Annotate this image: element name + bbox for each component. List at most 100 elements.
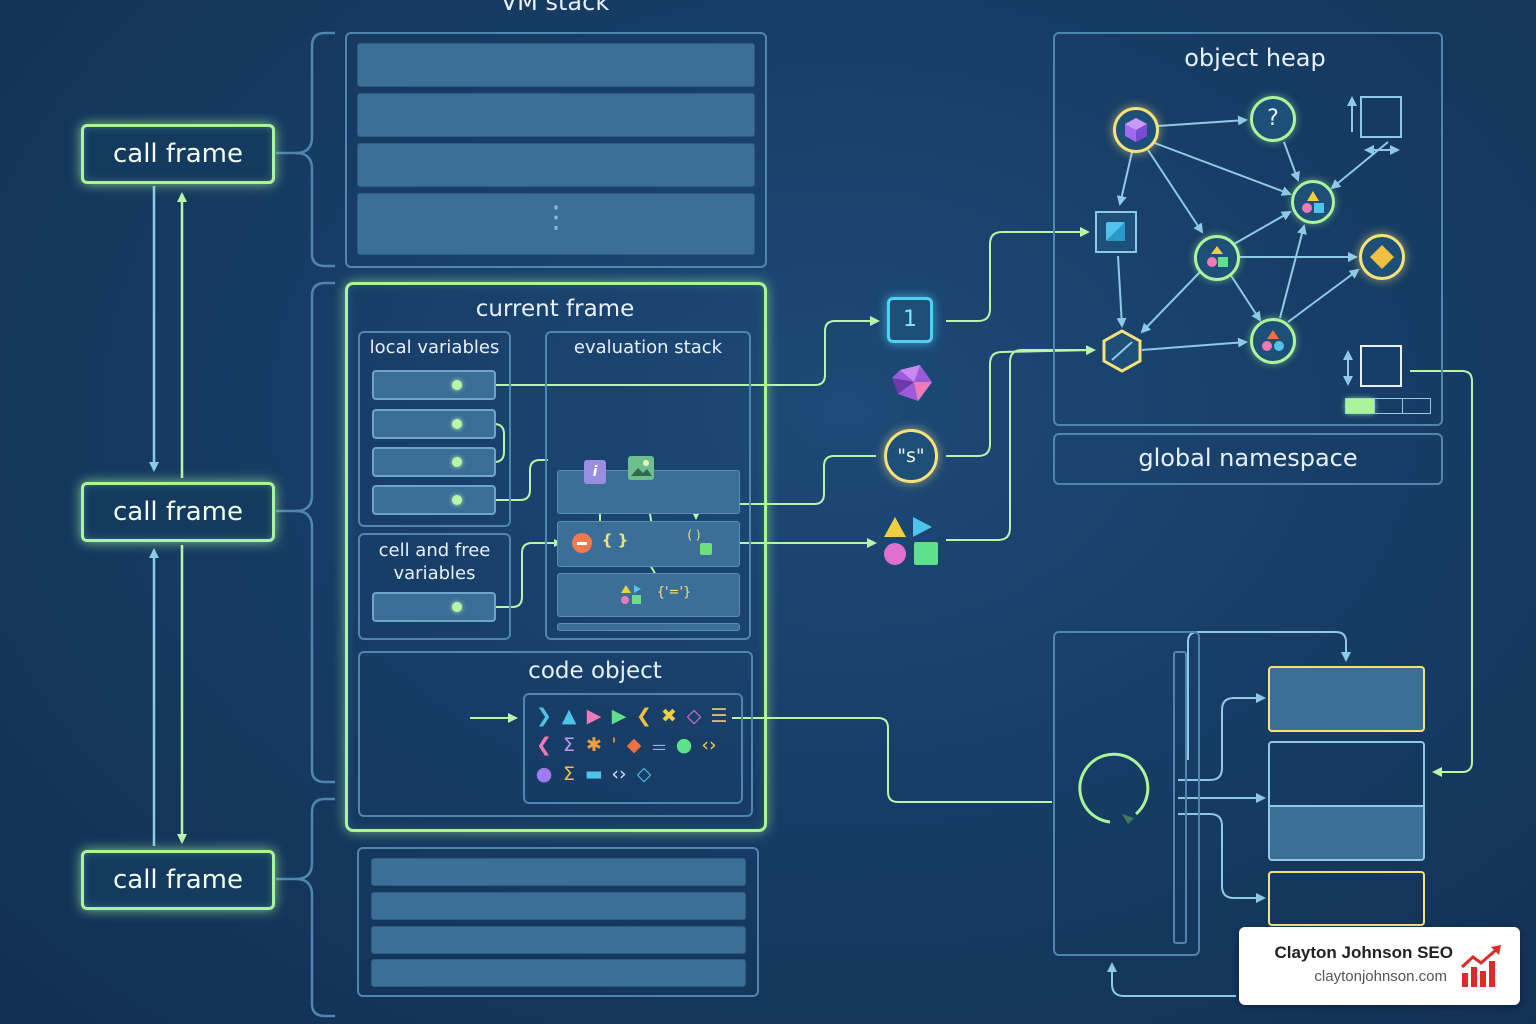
bytecode-glyph: ❮ [536,734,552,756]
bytecode-glyph: Σ [562,734,575,756]
bytecode-glyph: ✱ [586,734,602,756]
square-node-icon[interactable] [1360,96,1402,138]
vm-stack-slot [357,43,755,87]
vm-stack-title: VM stack [500,0,610,16]
pointer-dot [452,602,462,612]
bytecode-glyph: ' [611,734,617,756]
bytecode-glyph: ◇ [686,705,702,727]
code-links [470,713,1052,803]
bytecode-glyph: Σ [562,763,575,785]
vm-stack-slot [357,93,755,137]
evaluation-stack-panel [545,331,751,640]
vm-stack-slot [371,892,746,920]
local-variable-slot[interactable] [372,485,496,515]
object-heap-title: object heap [1184,44,1326,72]
tuple-glyph: ( ) [687,528,701,542]
block-stack-slot[interactable] [1268,871,1425,926]
vm-stack-upper [345,32,767,268]
local-variables-title: local variables [369,337,500,358]
callframe-links [149,186,187,846]
bytecode-row-1: ❯ ▲ ▶ ▶ ❮ ✖ ◇ ☰ [533,705,738,731]
bytecode-glyph: ● [535,763,553,785]
image-icon [628,456,654,480]
local-variable-slot[interactable] [372,447,496,477]
call-frame-bottom[interactable]: call frame [81,850,275,910]
dict-glyph: {'='} [656,585,692,600]
pointer-dot [452,419,462,429]
vm-stack-slot [371,858,746,886]
shapes-node-icon[interactable] [1291,180,1335,224]
progress-segment [1402,399,1430,413]
block-stack-slot[interactable] [1268,741,1425,861]
bytecode-glyph: ＝ [650,739,668,759]
watermark-name: Clayton Johnson SEO [1274,943,1453,962]
question-node-icon[interactable]: ? [1250,96,1296,142]
vm-stack-lower [357,847,759,997]
progress-segment-filled [1346,399,1374,413]
bytecode-glyph: ▲ [561,705,577,727]
blue-square-node-icon[interactable] [1095,211,1137,253]
local-var-links [457,316,880,608]
bytecode-glyph: ▶ [586,705,602,727]
bytecode-glyph: ‹› [611,763,627,785]
shapes-object-icon [882,515,940,567]
shapes-icon [620,584,644,606]
bytecode-glyph: ◆ [626,734,642,756]
vm-stack-slot [371,959,746,987]
bytecode-glyph: ▬ [585,763,603,785]
global-namespace-panel[interactable] [1053,433,1443,485]
vm-stack-ellipsis: ⋮ [541,200,571,235]
instruction-pointer-track [1173,651,1187,944]
watermark-badge[interactable]: Clayton Johnson SEO claytonjohnson.com [1239,927,1520,1005]
info-icon: i [584,460,606,484]
code-object-title: code object [528,658,662,684]
object-heap-panel [1053,32,1443,426]
vm-stack-slot [357,143,755,187]
square-object-icon[interactable] [1360,345,1402,387]
pointer-dot [452,457,462,467]
current-frame-title: current frame [475,296,635,322]
eval-stack-slot [557,573,740,617]
bytecode-glyph: ● [675,734,693,756]
stop-icon [572,533,592,553]
local-variables-panel [358,331,511,527]
evaluation-stack-title: evaluation stack [573,337,723,358]
bytecode-glyph: ◇ [636,763,652,785]
string-object-icon[interactable]: "s" [884,429,938,483]
eval-stack-slot [557,623,740,631]
watermark-url: claytonjohnson.com [1314,968,1447,985]
local-variable-slot[interactable] [372,370,496,400]
mixed-shapes-node-icon[interactable] [1194,235,1240,281]
circles-node-icon[interactable] [1250,318,1296,364]
vm-stack-slot [371,926,746,954]
int-object-icon[interactable]: 1 [887,297,933,343]
gem-object-icon [890,362,934,404]
diamond-node-icon[interactable] [1359,234,1405,280]
vm-stack-slot [357,193,755,255]
heap-links [946,227,1473,777]
loop-links [1107,631,1351,997]
cell-variable-slot[interactable] [372,592,496,622]
bytecode-panel[interactable] [523,693,743,804]
local-variable-slot[interactable] [372,409,496,439]
hexagon-node-icon[interactable] [1100,328,1144,374]
bytecode-glyph: ✖ [661,705,677,727]
global-namespace-title: global namespace [1138,444,1358,472]
code-object-panel [358,651,753,817]
cube-node-icon[interactable] [1113,107,1159,153]
green-square-icon [700,543,712,555]
bytecode-glyph: ❮ [636,705,652,727]
call-frame-middle[interactable]: call frame [81,482,275,542]
loop-icon [1072,752,1152,828]
progress-segment [1373,399,1403,413]
pointer-dot [452,495,462,505]
call-frame-top[interactable]: call frame [81,124,275,184]
bytecode-row-3: ● Σ ▬ ‹› ◇ [533,763,738,789]
block-stack-slot[interactable] [1268,666,1425,732]
cell-free-title-line1: cell and free [378,540,491,561]
cell-free-variables-panel [358,533,511,640]
bytecode-glyph: ☰ [710,705,728,727]
interpreter-loop-panel [1053,631,1200,956]
braces-glyph: { } [601,531,629,549]
bytecode-glyph: ‹› [701,734,717,756]
